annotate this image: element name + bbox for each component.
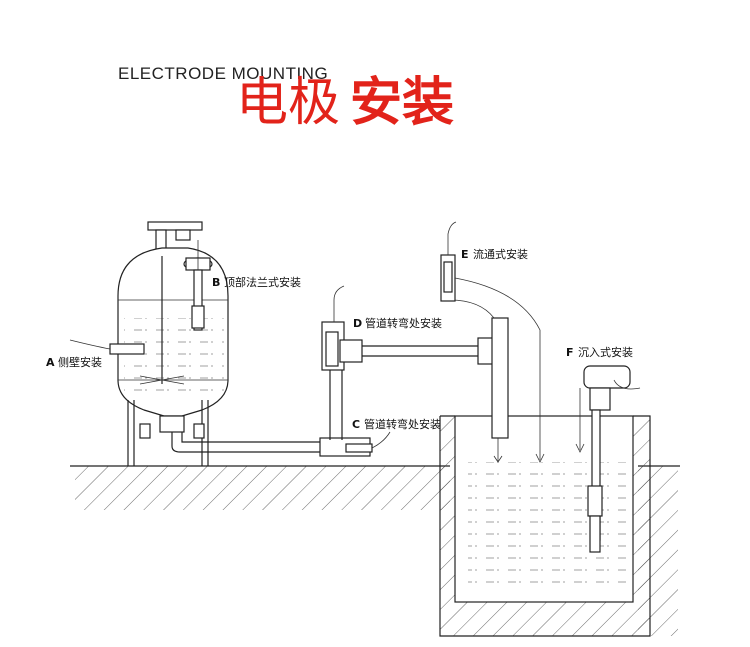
title-chinese-light: 电极: [236, 73, 341, 133]
bottom-pipeline: [171, 431, 391, 457]
svg-text:顶部法兰式安装: 顶部法兰式安装: [224, 275, 301, 289]
label-a: A 侧壁安装: [46, 355, 102, 369]
svg-text:F: F: [566, 346, 574, 359]
svg-text:C: C: [352, 418, 360, 431]
outlet-pipeline: [449, 299, 509, 463]
basin: [439, 415, 651, 637]
svg-text:流通式安装: 流通式安装: [473, 247, 528, 261]
label-b: B 顶部法兰式安装: [212, 275, 301, 289]
title-chinese-bold: 安装: [350, 73, 455, 133]
label-c: C 管道转弯处安装: [352, 417, 441, 431]
svg-text:E: E: [461, 248, 469, 261]
label-f: F 沉入式安装: [566, 345, 633, 359]
title-english: ELECTRODE MOUNTING: [118, 64, 329, 83]
submersion-probe: [575, 365, 641, 553]
svg-text:管道转弯处安装: 管道转弯处安装: [364, 417, 441, 431]
svg-text:B: B: [212, 276, 220, 289]
label-e: E 流通式安装: [461, 247, 528, 261]
svg-text:管道转弯处安装: 管道转弯处安装: [365, 316, 442, 330]
reactor-vessel: [69, 221, 229, 466]
svg-text:沉入式安装: 沉入式安装: [578, 345, 633, 359]
flow-through-cell: [440, 221, 545, 463]
riser-pipeline: [321, 285, 480, 440]
label-d: D 管道转弯处安装: [353, 316, 442, 330]
svg-text:侧壁安装: 侧壁安装: [58, 355, 102, 369]
svg-text:A: A: [46, 356, 55, 369]
svg-text:D: D: [353, 317, 362, 330]
